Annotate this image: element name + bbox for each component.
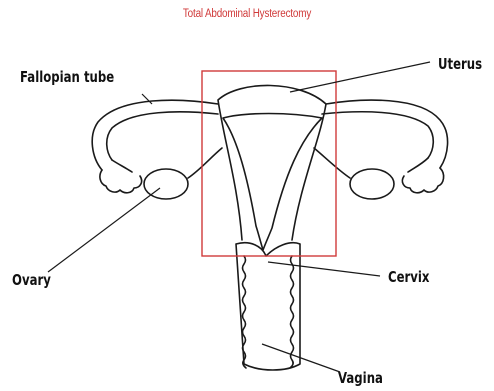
right-ovarian-ligament (314, 148, 350, 178)
vagina-leader (262, 344, 340, 372)
uterus-leader (290, 62, 430, 92)
cervix-leader (268, 262, 380, 276)
right-fimbriae (402, 158, 443, 193)
uterus-outline (218, 85, 326, 240)
label-ovary: Ovary (12, 271, 51, 289)
highlight-box (202, 71, 336, 256)
label-cervix: Cervix (388, 268, 429, 286)
label-uterus: Uterus (438, 55, 482, 73)
label-vagina: Vagina (338, 369, 383, 387)
right-ovary (350, 169, 394, 199)
vaginal-wall-left (243, 256, 247, 368)
left-fimbriae (100, 160, 142, 193)
vaginal-wall-right (290, 256, 294, 368)
left-fallopian-tube (92, 100, 218, 170)
ovary-leader (48, 188, 160, 272)
left-ovarian-ligament (188, 148, 222, 178)
label-fallopian-tube: Fallopian tube (20, 68, 114, 86)
uterine-cavity (223, 114, 322, 251)
